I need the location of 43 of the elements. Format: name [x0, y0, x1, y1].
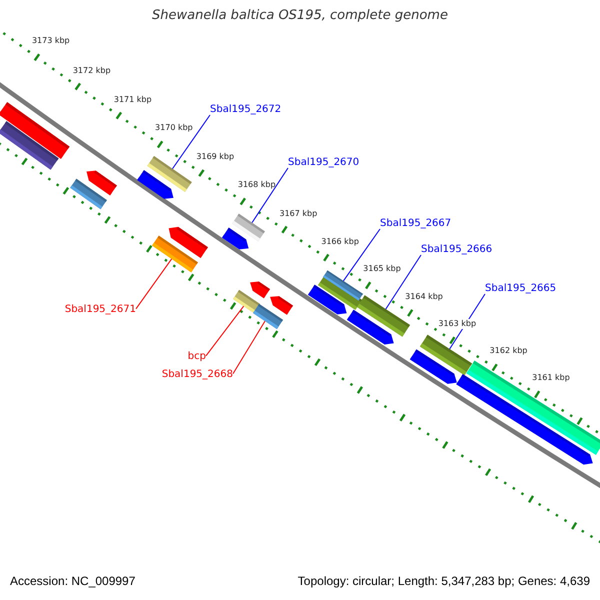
- gene-feature: [250, 282, 270, 298]
- gene-label: Sbal195_2668: [162, 369, 233, 381]
- gene-label: Sbal195_2667: [380, 218, 452, 230]
- gene-bar: [252, 304, 284, 330]
- leader-line: [385, 254, 422, 310]
- leader-line: [232, 320, 266, 374]
- scale-label: 3162 kbp: [490, 346, 528, 356]
- gene-label: Sbal195_2670: [288, 157, 360, 169]
- gene-feature: [137, 170, 174, 199]
- scale-label: 3170 kbp: [155, 123, 193, 133]
- gene-feature: [346, 310, 394, 344]
- scale-label: 3163 kbp: [438, 319, 476, 329]
- scale-label: 3171 kbp: [114, 94, 152, 104]
- gene-label: Sbal195_2671: [64, 304, 136, 316]
- leader-line: [342, 228, 380, 282]
- gene-feature: [308, 284, 347, 314]
- gene-label: Sbal195_2666: [421, 244, 492, 256]
- gene-bar: [70, 178, 107, 210]
- gene-feature: [456, 374, 593, 465]
- leader-line: [136, 258, 172, 310]
- scale-label: 3165 kbp: [363, 264, 401, 274]
- scale-label: 3168 kbp: [238, 180, 276, 190]
- gene-label: bcp: [188, 351, 206, 363]
- diagram-title: Shewanella baltica OS195, complete genome: [151, 8, 449, 24]
- gene-bar: [0, 121, 59, 170]
- footer-text: Accession: NC_009997: [10, 574, 136, 588]
- leader-line: [172, 114, 210, 170]
- scale-label: 3167 kbp: [279, 208, 318, 218]
- gene-label: Sbal195_2665: [485, 283, 556, 295]
- footer-text: Topology: circular; Length: 5,347,283 bp; Genes: 4,639: [298, 574, 590, 588]
- gene-feature: [222, 228, 249, 250]
- scale-label: 3173 kbp: [32, 36, 70, 46]
- gene-label: Sbal195_2672: [210, 104, 282, 116]
- scale-label: 3172 kbp: [72, 66, 111, 76]
- scale-label: 3161 kbp: [532, 373, 570, 383]
- gene-feature: [270, 296, 294, 315]
- leader-line: [252, 168, 288, 224]
- gene-bar: [152, 236, 198, 272]
- gene-feature: [410, 349, 457, 384]
- scale-label: 3169 kbp: [196, 152, 234, 162]
- scale-label: 3166 kbp: [321, 236, 359, 246]
- scale-label: 3164 kbp: [405, 292, 443, 302]
- leader-line: [206, 306, 244, 356]
